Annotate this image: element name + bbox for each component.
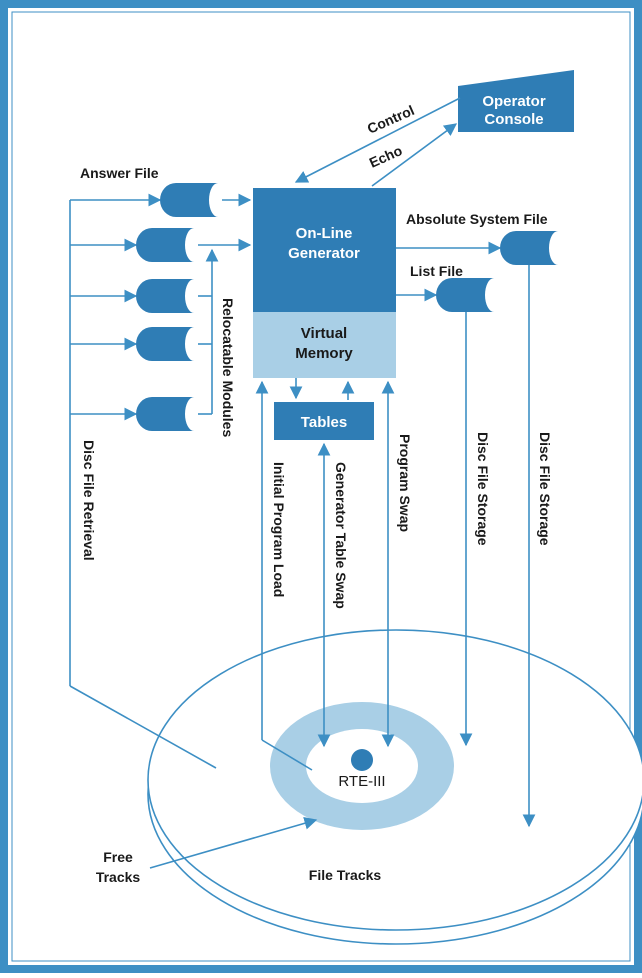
program-swap-label: Program Swap — [397, 434, 413, 532]
generator-label-2: Generator — [288, 245, 360, 262]
rte-label: RTE-III — [338, 773, 385, 790]
disc-spindle — [351, 749, 373, 771]
control-label: Control — [365, 102, 417, 137]
absolute-system-file-icon — [500, 231, 558, 265]
disc-file-storage-2-label: Disc File Storage — [537, 432, 553, 546]
answer-file-icon — [160, 183, 218, 217]
file-tracks-label: File Tracks — [309, 867, 382, 883]
answer-file-label: Answer File — [80, 165, 159, 181]
virtual-memory-label-1: Virtual — [301, 325, 347, 342]
absolute-system-file-label: Absolute System File — [406, 211, 548, 227]
inner-frame — [11, 11, 631, 962]
initial-load-from-disc — [261, 739, 313, 771]
tables-box — [274, 402, 374, 440]
free-tracks-label-1: Free — [103, 849, 133, 865]
tables-block: Tables — [274, 402, 374, 440]
operator-console-label-1: Operator — [482, 93, 546, 110]
echo-line — [371, 123, 458, 187]
disc-file-retrieval-label: Disc File Retrieval — [81, 440, 97, 561]
module-1-icon — [136, 228, 194, 262]
operator-console-label-2: Console — [484, 111, 543, 128]
module-2-icon — [136, 279, 194, 313]
module-3-icon — [136, 327, 194, 361]
list-file-label: List File — [410, 263, 463, 279]
operator-console-box — [458, 70, 574, 132]
output-files: Absolute System File List File — [396, 211, 558, 828]
disc-file-storage-1-label: Disc File Storage — [475, 432, 491, 546]
generator-label-1: On-Line — [296, 225, 353, 242]
virtual-memory-label-2: Memory — [295, 345, 353, 362]
relocatable-modules-label: Relocatable Modules — [220, 298, 236, 437]
input-files — [69, 183, 252, 769]
free-tracks-pointer — [149, 817, 318, 869]
generator-block: On-Line Generator Virtual Memory — [253, 188, 396, 378]
retrieval-to-disc — [69, 685, 217, 769]
swap-lines — [255, 380, 395, 771]
disc — [147, 629, 642, 945]
initial-program-load-label: Initial Program Load — [271, 462, 287, 597]
generator-table-swap-label: Generator Table Swap — [333, 462, 349, 609]
tables-label: Tables — [301, 414, 347, 431]
list-file-icon — [436, 278, 494, 312]
generator-box — [253, 188, 396, 312]
free-tracks-label-2: Tracks — [96, 869, 141, 885]
module-4-icon — [136, 397, 194, 431]
operator-console: Operator Console — [458, 70, 574, 132]
virtual-memory-box — [253, 312, 396, 378]
control-line — [294, 97, 461, 183]
